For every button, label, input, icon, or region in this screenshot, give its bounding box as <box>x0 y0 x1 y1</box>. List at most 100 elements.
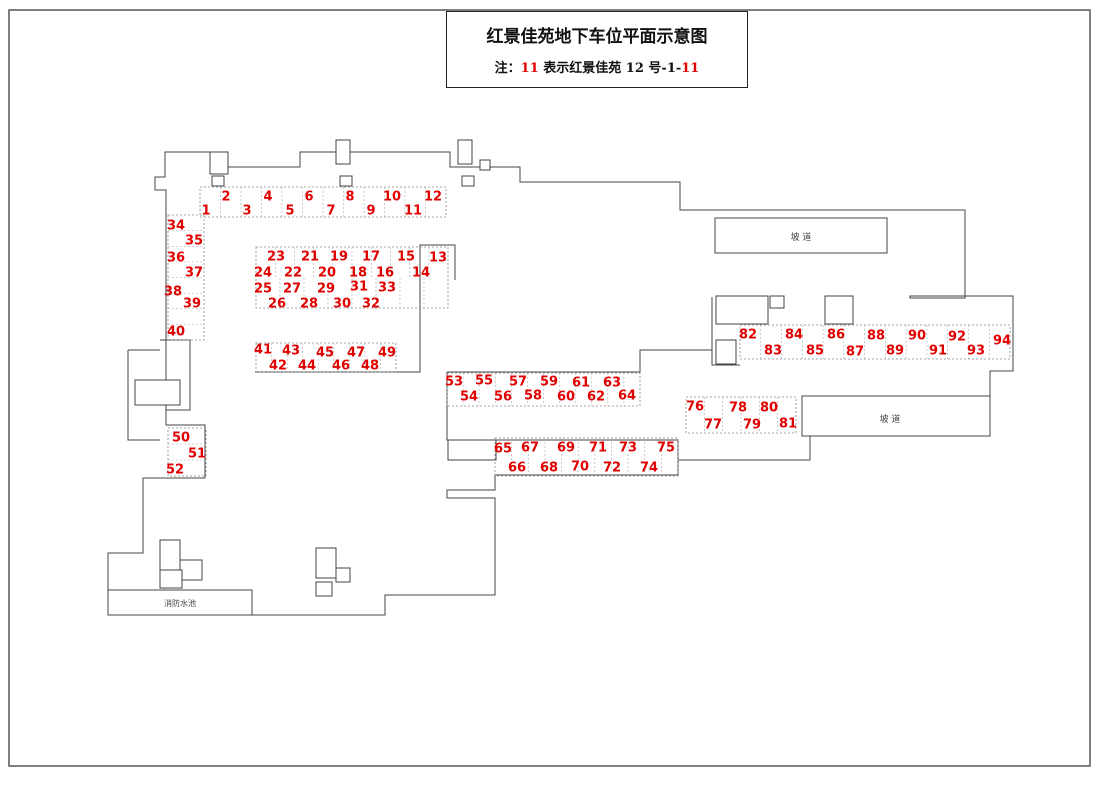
parking-space-numbers: 1234567891011121314151617181920212223242… <box>164 190 1011 478</box>
note-middle: 表示红景佳苑 12 号-1- <box>543 61 682 76</box>
parking-space-52: 52 <box>166 463 184 478</box>
parking-space-10: 10 <box>383 190 401 205</box>
parking-space-7: 7 <box>326 204 335 219</box>
parking-space-48: 48 <box>361 359 379 374</box>
parking-space-74: 74 <box>640 461 658 476</box>
parking-space-60: 60 <box>557 390 575 405</box>
parking-space-36: 36 <box>167 251 185 266</box>
parking-space-53: 53 <box>445 375 463 390</box>
parking-space-26: 26 <box>268 297 286 312</box>
parking-space-72: 72 <box>603 461 621 476</box>
parking-space-6: 6 <box>304 190 313 205</box>
stall-dividers <box>168 187 990 476</box>
parking-space-50: 50 <box>172 431 190 446</box>
parking-space-66: 66 <box>508 461 526 476</box>
parking-space-69: 69 <box>557 441 575 456</box>
parking-space-49: 49 <box>378 346 396 361</box>
parking-space-35: 35 <box>185 234 203 249</box>
parking-space-30: 30 <box>333 297 351 312</box>
parking-space-87: 87 <box>846 345 864 360</box>
parking-space-47: 47 <box>347 346 365 361</box>
parking-space-61: 61 <box>572 376 590 391</box>
parking-space-21: 21 <box>301 250 319 265</box>
parking-space-92: 92 <box>948 330 966 345</box>
legend-note: 注：11 表示红景佳苑 12 号-1-11 <box>447 57 747 76</box>
parking-space-91: 91 <box>929 344 947 359</box>
parking-space-29: 29 <box>317 282 335 297</box>
parking-space-42: 42 <box>269 359 287 374</box>
parking-space-8: 8 <box>345 190 354 205</box>
parking-space-67: 67 <box>521 441 539 456</box>
parking-space-23: 23 <box>267 250 285 265</box>
parking-space-4: 4 <box>263 190 272 205</box>
parking-space-32: 32 <box>362 297 380 312</box>
parking-space-5: 5 <box>285 204 294 219</box>
parking-space-78: 78 <box>729 401 747 416</box>
parking-space-58: 58 <box>524 389 542 404</box>
note-prefix: 注： <box>494 61 521 76</box>
parking-space-89: 89 <box>886 344 904 359</box>
parking-space-20: 20 <box>318 266 336 281</box>
parking-space-63: 63 <box>603 376 621 391</box>
parking-space-31: 31 <box>350 280 368 295</box>
parking-space-64: 64 <box>618 389 636 404</box>
parking-space-40: 40 <box>167 325 185 340</box>
parking-space-17: 17 <box>362 250 380 265</box>
parking-space-46: 46 <box>332 359 350 374</box>
parking-space-79: 79 <box>743 418 761 433</box>
parking-space-54: 54 <box>460 390 478 405</box>
ramp-right <box>801 395 991 437</box>
parking-space-22: 22 <box>284 266 302 281</box>
note-suffix-number: 11 <box>681 61 700 76</box>
parking-space-62: 62 <box>587 390 605 405</box>
parking-space-28: 28 <box>300 297 318 312</box>
parking-space-16: 16 <box>376 266 394 281</box>
parking-space-15: 15 <box>397 250 415 265</box>
ramp-top-label: 坡 道 <box>791 231 812 243</box>
parking-space-80: 80 <box>760 401 778 416</box>
parking-space-3: 3 <box>242 204 251 219</box>
parking-space-13: 13 <box>429 251 447 266</box>
fire-pool-label: 消防水池 <box>164 598 196 608</box>
parking-space-27: 27 <box>283 282 301 297</box>
service-rooms <box>134 139 854 597</box>
parking-space-2: 2 <box>221 190 230 205</box>
title-box: 红景佳苑地下车位平面示意图 注：11 表示红景佳苑 12 号-1-11 <box>446 11 748 88</box>
parking-space-12: 12 <box>424 190 442 205</box>
parking-space-34: 34 <box>167 219 185 234</box>
parking-space-93: 93 <box>967 344 985 359</box>
parking-space-76: 76 <box>686 400 704 415</box>
parking-space-85: 85 <box>806 344 824 359</box>
parking-space-65: 65 <box>494 442 512 457</box>
parking-space-81: 81 <box>779 417 797 432</box>
parking-space-9: 9 <box>366 204 375 219</box>
parking-space-37: 37 <box>185 266 203 281</box>
page-title: 红景佳苑地下车位平面示意图 <box>486 27 708 47</box>
parking-space-73: 73 <box>619 441 637 456</box>
parking-space-75: 75 <box>657 441 675 456</box>
parking-space-94: 94 <box>993 334 1011 349</box>
ramp-top <box>714 217 888 254</box>
parking-space-51: 51 <box>188 447 206 462</box>
parking-space-57: 57 <box>509 375 527 390</box>
parking-space-77: 77 <box>704 418 722 433</box>
parking-space-14: 14 <box>412 266 430 281</box>
parking-space-38: 38 <box>164 285 182 300</box>
note-sample-number: 11 <box>520 61 539 76</box>
parking-space-88: 88 <box>867 329 885 344</box>
parking-space-24: 24 <box>254 266 272 281</box>
parking-space-43: 43 <box>282 344 300 359</box>
sheet-border <box>8 9 1091 767</box>
parking-space-33: 33 <box>378 281 396 296</box>
parking-space-39: 39 <box>183 297 201 312</box>
parking-space-44: 44 <box>298 359 316 374</box>
parking-space-86: 86 <box>827 328 845 343</box>
ramp-right-label: 坡 道 <box>880 413 901 425</box>
parking-space-71: 71 <box>589 441 607 456</box>
parking-space-1: 1 <box>201 204 210 219</box>
parking-space-11: 11 <box>404 204 422 219</box>
parking-space-56: 56 <box>494 390 512 405</box>
fire-pool <box>107 589 253 616</box>
parking-space-25: 25 <box>254 282 272 297</box>
